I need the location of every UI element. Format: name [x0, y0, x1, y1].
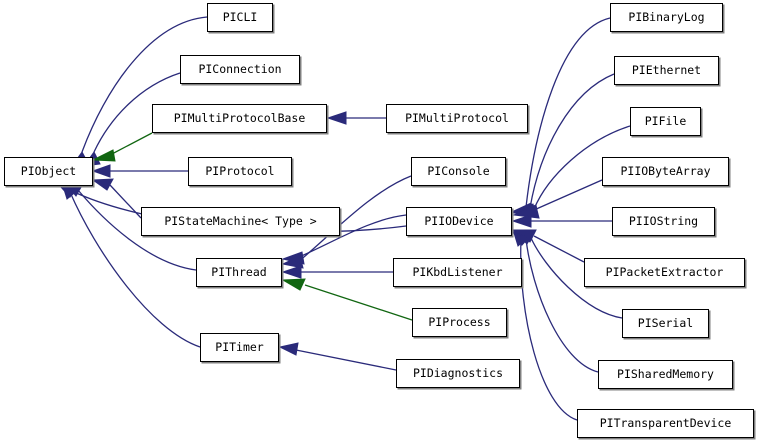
node-label: PITimer: [215, 339, 264, 354]
node-piserial[interactable]: PISerial: [622, 309, 709, 338]
arrowhead-pikbdlistener-pithread: [281, 265, 302, 279]
node-label: PIProcess: [428, 314, 491, 329]
node-piconsole[interactable]: PIConsole: [411, 157, 506, 186]
edge-pidiagnostics-pitimer: [295, 349, 397, 371]
node-pidiagnostics[interactable]: PIDiagnostics: [396, 359, 520, 388]
node-pitransparentdevice[interactable]: PITransparentDevice: [577, 409, 754, 438]
arrowhead-pistatemachine-piobject: [91, 178, 114, 191]
arrowhead-pimultiprotocol-pimultiprotocolbase: [326, 111, 347, 125]
node-label: PIKbdListener: [412, 264, 503, 279]
node-pifile[interactable]: PIFile: [630, 107, 701, 136]
node-pimultiprotocolbase[interactable]: PIMultiProtocolBase: [152, 104, 327, 133]
node-picli[interactable]: PICLI: [207, 3, 273, 32]
arrowhead-piprotocol-piobject: [91, 164, 111, 178]
node-label: PIBinaryLog: [628, 9, 705, 24]
edge-pibinarylog-piiodevice: [525, 17, 611, 208]
arrowhead-piiodevice-pithread: [281, 251, 305, 265]
node-pithread[interactable]: PIThread: [196, 258, 282, 287]
node-label: PIDiagnostics: [412, 365, 503, 380]
node-label: PIFile: [644, 113, 687, 128]
node-label: PIPacketExtractor: [605, 264, 724, 279]
node-piprocess[interactable]: PIProcess: [412, 308, 507, 337]
node-pibinarylog[interactable]: PIBinaryLog: [610, 3, 723, 32]
node-label: PIIOByteArray: [620, 163, 711, 178]
node-pimultiprotocol[interactable]: PIMultiProtocol: [386, 104, 528, 133]
node-label: PICLI: [222, 9, 258, 24]
node-label: PIThread: [211, 264, 267, 279]
node-label: PIConnection: [198, 61, 282, 76]
node-pikbdlistener[interactable]: PIKbdListener: [393, 258, 522, 287]
arrowhead-piprocess-pithread: [281, 278, 306, 291]
node-label: PIMultiProtocolBase: [173, 110, 306, 125]
edge-pithread-piobject: [77, 189, 197, 271]
edge-pifile-piiodevice: [533, 125, 631, 210]
node-label: PIProtocol: [205, 163, 275, 178]
node-label: PISharedMemory: [617, 366, 714, 381]
edge-piserial-piiodevice: [530, 237, 623, 319]
edge-picli-piobject: [81, 16, 208, 153]
node-label: PISerial: [637, 315, 694, 330]
node-piobject[interactable]: PIObject: [4, 157, 93, 186]
arrowhead-pitransparentdevice-piiodevice: [513, 232, 530, 247]
node-piprotocol[interactable]: PIProtocol: [188, 157, 292, 186]
edge-pimultiprotocolbase-piobject: [109, 132, 153, 156]
node-piiobytearray[interactable]: PIIOByteArray: [602, 157, 729, 186]
arrowhead-pitimer-piobject: [62, 185, 80, 200]
edge-piethernet-piiodevice: [529, 73, 615, 209]
edge-piiobytearray-piiodevice: [533, 179, 603, 211]
node-pipacketextractor[interactable]: PIPacketExtractor: [584, 258, 745, 287]
node-label: PITransparentDevice: [599, 415, 732, 430]
node-piconnection[interactable]: PIConnection: [180, 55, 300, 84]
edge-piprocess-pithread: [304, 284, 413, 321]
node-pitimer[interactable]: PITimer: [200, 333, 279, 362]
edge-pisharedmemory-piiodevice: [525, 238, 599, 373]
node-label: PIMultiProtocol: [405, 110, 509, 125]
node-label: PIIODevice: [424, 213, 494, 228]
node-piethernet[interactable]: PIEthernet: [614, 56, 719, 85]
edge-piiodevice-pithread: [298, 214, 407, 258]
edge-piconnection-piobject: [93, 72, 181, 153]
edge-pitimer-piobject: [69, 191, 201, 348]
node-piiodevice[interactable]: PIIODevice: [406, 207, 512, 236]
node-label: PIConsole: [427, 163, 490, 178]
node-label: PIEthernet: [631, 62, 702, 77]
node-piiostring[interactable]: PIIOString: [612, 207, 715, 236]
arrowhead-pidiagnostics-pitimer: [278, 342, 299, 356]
arrowhead-piiostring-piiodevice: [511, 214, 532, 228]
arrowhead-pimultiprotocolbase-piobject: [91, 149, 116, 162]
node-label: PIStateMachine< Type >: [164, 213, 317, 228]
node-pisharedmemory[interactable]: PISharedMemory: [598, 360, 733, 389]
node-label: PIObject: [20, 163, 77, 178]
node-label: PIIOString: [628, 213, 699, 228]
edge-pipacketextractor-piiodevice: [533, 235, 585, 263]
node-pistatemachine[interactable]: PIStateMachine< Type >: [141, 207, 340, 236]
